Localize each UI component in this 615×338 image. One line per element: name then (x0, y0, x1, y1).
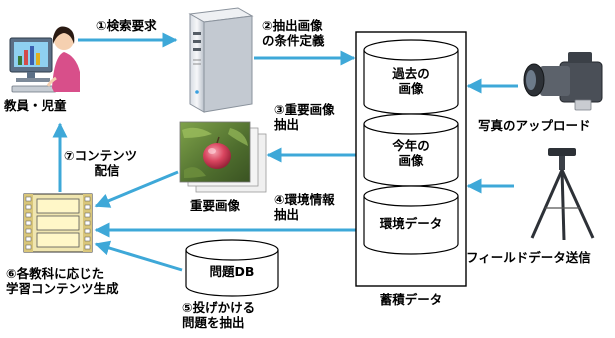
search-request-label: ①検索要求 (96, 18, 157, 33)
environment-data-label: 環境データ (379, 216, 443, 231)
video-camera-icon (523, 52, 603, 111)
generate-content-label: ⑥各教科に応じた 学習コンテンツ生成 (6, 266, 119, 296)
photo-upload-label: 写真のアップロード (478, 118, 591, 133)
this-year-images-label: 今年の 画像 (392, 138, 430, 168)
learning-content-film-icon (23, 193, 93, 253)
important-images-label: 重要画像 (190, 198, 241, 213)
extract-conditions-label: ②抽出画像 の条件定義 (262, 18, 325, 48)
user-at-computer-icon (9, 26, 80, 93)
this-year-images-cylinder (363, 113, 459, 187)
past-images-label: 過去の 画像 (392, 66, 430, 96)
arrow-question-extract (94, 240, 183, 272)
field-data-label: フィールドデータ送信 (466, 250, 591, 265)
storage-label: 蓄積データ (379, 292, 443, 307)
tripod-icon (530, 148, 595, 241)
past-images-cylinder (363, 39, 459, 115)
user-label: 教員・児童 (4, 98, 67, 113)
environment-data-cylinder (363, 185, 459, 255)
deliver-content-label: ⑦コンテンツ 配信 (64, 148, 138, 178)
extract-questions-label: ⑤投げかける 問題を抽出 (182, 300, 256, 330)
extract-important-label: ③重要画像 抽出 (274, 102, 335, 132)
server-icon (188, 7, 254, 113)
arrow-important-to-content (94, 170, 179, 208)
important-images-photos (179, 121, 267, 193)
question-db-label: 問題DB (209, 264, 255, 279)
question-db-cylinder (185, 239, 279, 297)
extract-environment-label: ④環境情報 抽出 (274, 192, 335, 222)
